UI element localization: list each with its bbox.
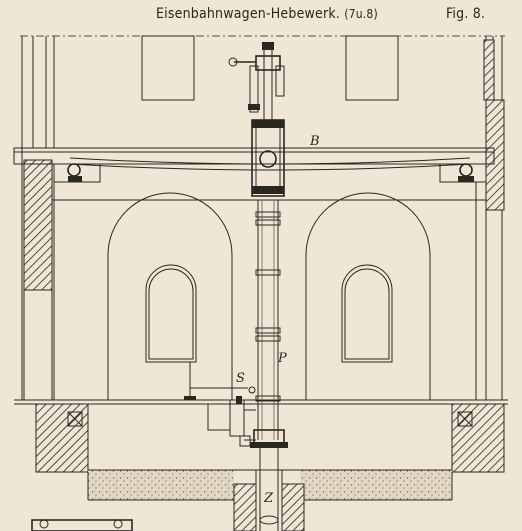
label-piston-p: P [277, 351, 287, 366]
cylinder-well [233, 470, 305, 531]
valve-s [184, 362, 256, 447]
right-roller [458, 163, 474, 182]
crosshead [251, 119, 285, 197]
inset-detail [31, 519, 133, 531]
left-arch-bay [107, 192, 233, 400]
right-foundation [451, 403, 505, 473]
left-wall [21, 36, 55, 400]
label-beam-b: B [309, 134, 320, 149]
cylinder-z [250, 429, 288, 531]
title-reference: (7u.8) [344, 7, 378, 21]
upper-window-left [141, 35, 195, 101]
figure-title: Eisenbahnwagen-Hebewerk. (7u.8) [156, 6, 378, 22]
upper-window-right [345, 35, 399, 101]
right-wall [483, 36, 505, 400]
label-valve-s: S [236, 371, 245, 386]
title-text: Eisenbahnwagen-Hebewerk. [156, 6, 341, 22]
beam-b [13, 147, 495, 183]
label-cylinder-z: Z [263, 491, 274, 506]
right-arch-bay [305, 192, 431, 400]
left-foundation [35, 403, 89, 473]
figure-number: Fig. 8. [446, 6, 486, 22]
left-roller [67, 163, 82, 182]
pit-floor [87, 469, 453, 501]
piston-column [255, 200, 281, 440]
top-spindle [228, 42, 285, 120]
